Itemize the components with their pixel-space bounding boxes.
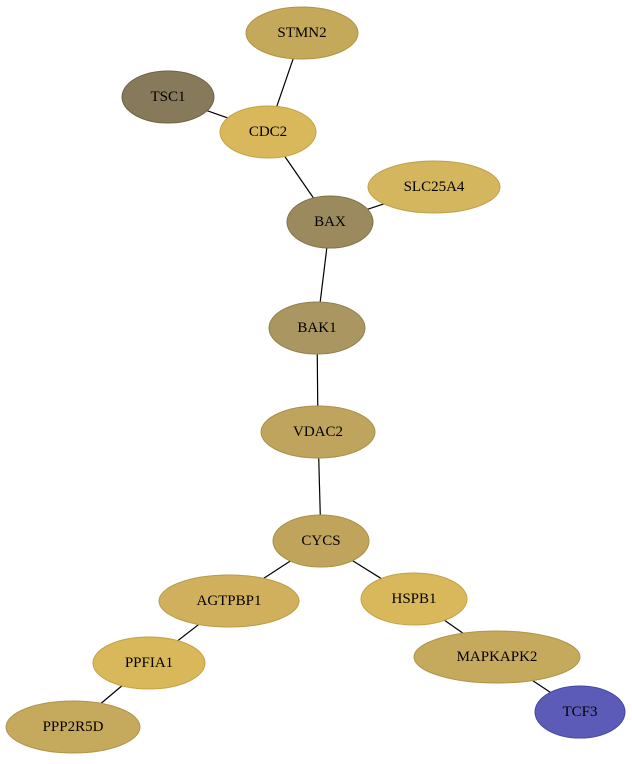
- node-shape: [92, 636, 206, 690]
- node-label: VDAC2: [293, 424, 343, 440]
- node-bak1[interactable]: BAK1: [268, 301, 366, 355]
- node-stmn2[interactable]: STMN2: [245, 6, 359, 60]
- node-label: TSC1: [150, 89, 185, 105]
- node-shape: [219, 105, 317, 159]
- edge-ppfia1-ppp2r5d: [100, 685, 123, 704]
- node-shape: [413, 630, 581, 684]
- node-shape: [260, 405, 376, 459]
- edge-vdac2-cycs: [318, 457, 321, 516]
- node-label: CDC2: [249, 124, 287, 140]
- node-hspb1[interactable]: HSPB1: [360, 572, 468, 626]
- node-shape: [158, 574, 300, 628]
- node-slc25a4[interactable]: SLC25A4: [367, 160, 501, 214]
- node-mapkapk2[interactable]: MAPKAPK2: [413, 630, 581, 684]
- node-shape: [5, 700, 141, 754]
- edge-cycs-agtpbp1: [263, 560, 291, 579]
- node-label: TCF3: [562, 704, 597, 720]
- node-label: AGTPBP1: [196, 593, 261, 609]
- edge-hspb1-mapkapk2: [444, 619, 464, 634]
- node-label: CYCS: [301, 533, 340, 549]
- node-shape: [272, 514, 370, 568]
- edge-agtpbp1-ppfia1: [177, 623, 200, 642]
- node-shape: [121, 70, 215, 124]
- node-shape: [268, 301, 366, 355]
- node-label: PPFIA1: [125, 655, 173, 671]
- node-label: PPP2R5D: [43, 719, 104, 735]
- node-tcf3[interactable]: TCF3: [534, 685, 626, 739]
- node-shape: [360, 572, 468, 626]
- node-vdac2[interactable]: VDAC2: [260, 405, 376, 459]
- node-label: BAX: [314, 214, 346, 230]
- node-label: MAPKAPK2: [457, 649, 538, 665]
- edge-tsc1-cdc2: [206, 110, 228, 119]
- node-shape: [367, 160, 501, 214]
- node-ppfia1[interactable]: PPFIA1: [92, 636, 206, 690]
- node-agtpbp1[interactable]: AGTPBP1: [158, 574, 300, 628]
- node-label: SLC25A4: [404, 179, 465, 195]
- edge-slc25a4-bax: [367, 203, 385, 210]
- node-label: STMN2: [277, 25, 326, 41]
- node-tsc1[interactable]: TSC1: [121, 70, 215, 124]
- node-cdc2[interactable]: CDC2: [219, 105, 317, 159]
- edge-bak1-vdac2: [316, 353, 319, 407]
- edge-bax-bak1: [319, 247, 328, 303]
- node-label: BAK1: [297, 320, 336, 336]
- node-shape: [245, 6, 359, 60]
- node-cycs[interactable]: CYCS: [272, 514, 370, 568]
- node-shape: [286, 195, 374, 249]
- node-label: HSPB1: [391, 591, 436, 607]
- edge-cdc2-bax: [284, 156, 314, 199]
- edge-cycs-hspb1: [352, 560, 382, 580]
- node-shape: [534, 685, 626, 739]
- node-ppp2r5d[interactable]: PPP2R5D: [5, 700, 141, 754]
- edge-stmn2-cdc2: [276, 58, 294, 107]
- node-bax[interactable]: BAX: [286, 195, 374, 249]
- edges-layer: [100, 58, 551, 704]
- edge-mapkapk2-tcf3: [532, 680, 551, 693]
